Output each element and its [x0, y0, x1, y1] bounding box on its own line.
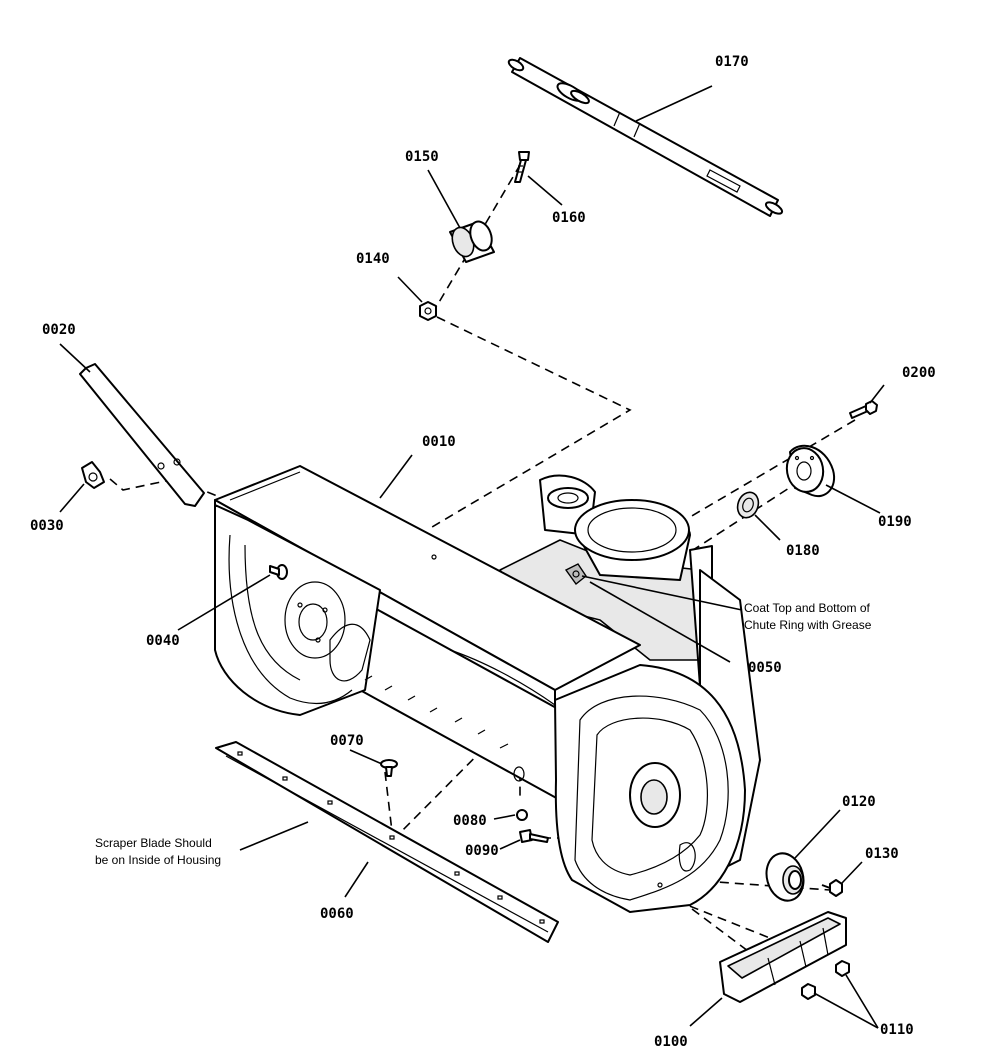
callout-0090: 0090 — [465, 843, 499, 859]
part-0050-clip — [564, 563, 587, 586]
part-0110-nuts — [801, 960, 850, 1000]
part-0130-bolt — [821, 879, 843, 897]
part-0010-housing — [214, 465, 761, 913]
callout-0140: 0140 — [356, 251, 390, 267]
part-0060-scraper-blade — [215, 741, 559, 943]
part-0040-carriage-bolt — [269, 564, 288, 580]
note-scraper-line1: Scraper Blade Should — [95, 836, 212, 850]
part-0070-bolt — [380, 759, 398, 777]
part-0180-bearing — [736, 491, 760, 519]
leader-lines — [59, 85, 885, 1029]
callout-0190: 0190 — [878, 514, 912, 530]
part-0100-skid-shoe — [719, 911, 847, 1003]
callout-0100: 0100 — [654, 1034, 688, 1050]
callout-0160: 0160 — [552, 210, 586, 226]
part-0020-bracket — [79, 363, 205, 507]
note-chute-grease-line2: Chute Ring with Grease — [744, 618, 872, 632]
callout-0060: 0060 — [320, 906, 354, 922]
part-0080-nut — [516, 809, 528, 821]
callout-0020: 0020 — [42, 322, 76, 338]
callout-0080: 0080 — [453, 813, 487, 829]
part-0150-bushing — [449, 220, 495, 263]
callout-0170: 0170 — [715, 54, 749, 70]
notes: Coat Top and Bottom of Chute Ring with G… — [95, 601, 872, 867]
part-0120-bearing — [765, 852, 805, 902]
part-0170-shaft — [507, 57, 784, 217]
note-chute-grease-line1: Coat Top and Bottom of — [744, 601, 871, 615]
part-0190-flange — [785, 444, 836, 498]
callout-0070: 0070 — [330, 733, 364, 749]
callout-0150: 0150 — [405, 149, 439, 165]
callout-0120: 0120 — [842, 794, 876, 810]
callout-0180: 0180 — [786, 543, 820, 559]
part-0090-bolt — [519, 829, 549, 843]
note-scraper-line2: be on Inside of Housing — [95, 853, 221, 867]
part-0200-bolt — [849, 400, 878, 419]
callout-labels: 0170 0150 0160 0140 0020 0030 0010 0200 … — [30, 54, 936, 1050]
callout-0030: 0030 — [30, 518, 64, 534]
part-0160-bolt — [514, 151, 530, 183]
callout-0200: 0200 — [902, 365, 936, 381]
callout-0110: 0110 — [880, 1022, 914, 1038]
callout-0040: 0040 — [146, 633, 180, 649]
callout-0130: 0130 — [865, 846, 899, 862]
callout-0010: 0010 — [422, 434, 456, 450]
callout-0050: 0050 — [748, 660, 782, 676]
part-0030-wing-nut — [81, 461, 105, 489]
part-0140-nut — [419, 301, 437, 321]
